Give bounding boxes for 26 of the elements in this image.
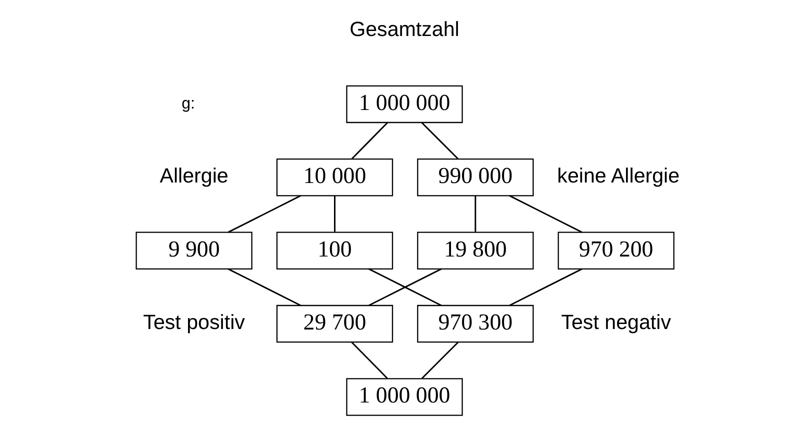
node-box: 1 000 000 [346, 378, 462, 416]
connector [333, 196, 335, 232]
node-label: Gesamtzahl [349, 18, 459, 42]
connector [350, 342, 388, 379]
connector [227, 195, 301, 233]
node-box: 990 000 [416, 158, 534, 196]
node-box: 10 000 [276, 158, 393, 196]
node-box: 1 000 000 [346, 85, 462, 124]
connector [350, 122, 388, 160]
node-label: Test positiv [142, 310, 244, 334]
node-box: 29 700 [276, 304, 393, 343]
connector [508, 195, 582, 233]
connector [474, 196, 476, 232]
node-box: 9 900 [135, 232, 252, 270]
connector [227, 268, 300, 306]
node-box: 100 [276, 232, 393, 270]
connector [420, 342, 458, 379]
connector [420, 122, 458, 160]
node-label: Test negativ [560, 310, 671, 334]
label: g: [181, 95, 195, 112]
connector [508, 268, 582, 306]
node-label: Allergie [159, 164, 228, 188]
node-box: 970 300 [416, 304, 534, 343]
node-label: keine Allergie [556, 164, 680, 188]
node-box: 19 800 [416, 232, 534, 270]
node-box: 970 200 [557, 232, 674, 270]
